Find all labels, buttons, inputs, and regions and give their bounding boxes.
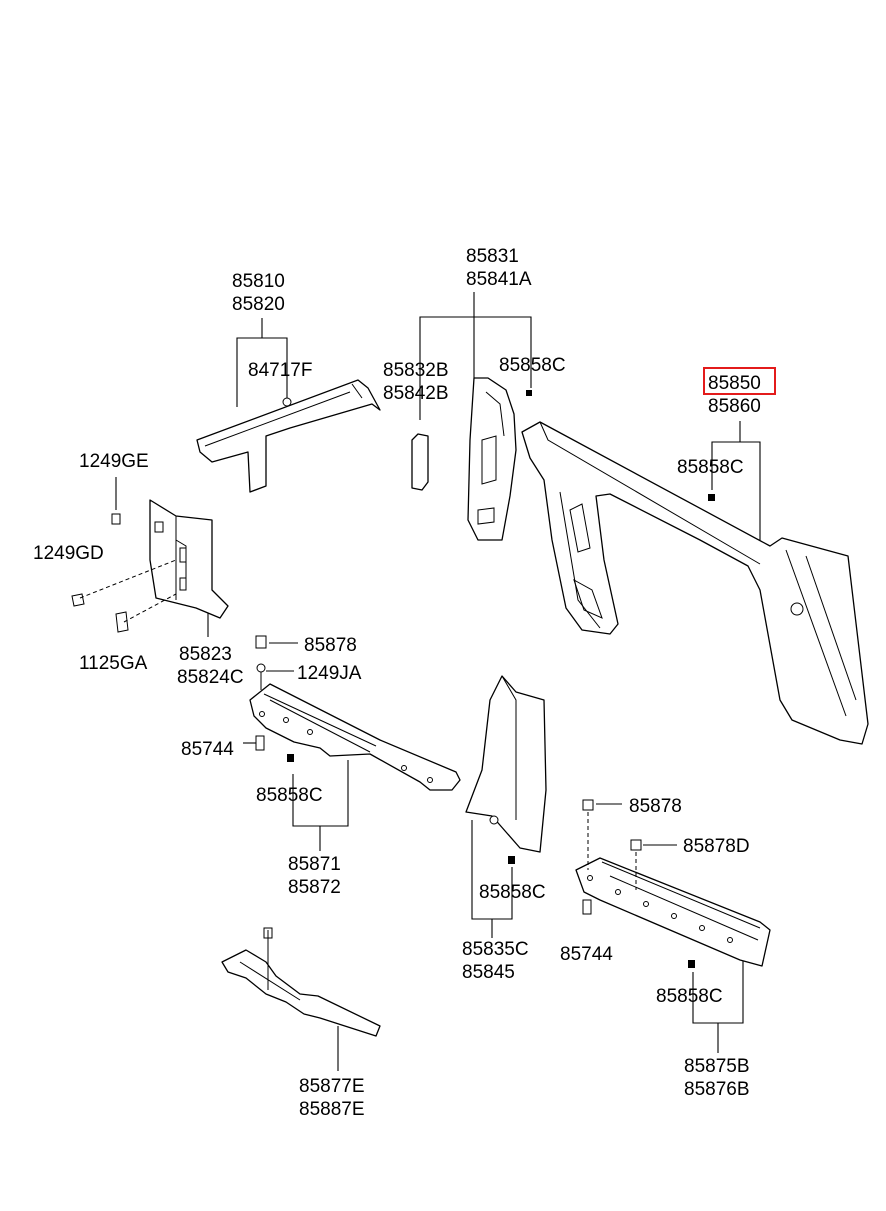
label-85858c-right: 85858C — [677, 457, 744, 478]
side-panel-part-85850 — [521, 421, 869, 745]
label-84717f: 84717F — [248, 360, 312, 381]
label-85744-a: 85744 — [181, 739, 234, 760]
bracket-part-85877e — [221, 927, 381, 1037]
label-85823: 85823 — [179, 644, 232, 665]
scuff-plate-part-85875b — [575, 799, 771, 968]
label-85877e: 85877E — [299, 1076, 365, 1097]
pillar-part-85835c — [465, 675, 547, 864]
label-1249ge: 1249GE — [79, 451, 149, 472]
label-85820: 85820 — [232, 294, 285, 315]
clip-85878-icon — [255, 635, 267, 649]
label-85887e: 85887E — [299, 1099, 365, 1120]
clip-85858c-mid-icon — [287, 754, 294, 762]
bolt-1249gd-icon — [71, 593, 85, 607]
label-85878d: 85878D — [683, 836, 750, 857]
clip-85858c-right-icon — [708, 494, 715, 501]
label-85858c-mid: 85858C — [256, 785, 323, 806]
pin-85744-right-icon — [582, 899, 592, 915]
label-1249ja: 1249JA — [297, 663, 362, 684]
label-85842b: 85842B — [383, 383, 449, 404]
bracket-part-85823 — [71, 499, 229, 633]
clip-85858c-center-icon — [508, 856, 515, 864]
pillar-part-85831 — [467, 377, 532, 541]
clip-84717f-icon — [282, 397, 292, 407]
bolt-85877e-icon — [263, 927, 273, 939]
label-85810: 85810 — [232, 271, 285, 292]
leader-lines — [115, 292, 761, 1071]
label-85845: 85845 — [462, 962, 515, 983]
screw-1125ga-icon — [115, 611, 129, 633]
label-85824c: 85824C — [177, 667, 244, 688]
label-85858c-top: 85858C — [499, 355, 566, 376]
label-85858c-center: 85858C — [479, 882, 546, 903]
label-85878-a: 85878 — [304, 635, 357, 656]
label-85744-b: 85744 — [560, 944, 613, 965]
label-85832b: 85832B — [383, 360, 449, 381]
clip-85858c-icon — [526, 390, 532, 396]
label-85860: 85860 — [708, 396, 761, 417]
label-1125ga: 1125GA — [79, 653, 148, 674]
clip-85858c-low-icon — [688, 960, 695, 968]
label-85850: 85850 — [708, 373, 761, 394]
bolt-1249ge-icon — [111, 513, 121, 525]
strip-part-85832b — [411, 433, 429, 491]
part-labels: 85810 85820 84717F 85831 85841A 85832B 8… — [33, 246, 776, 1120]
label-85858c-low: 85858C — [656, 986, 723, 1007]
highlight-box-85850 — [703, 367, 776, 395]
clip-85878d-icon — [630, 839, 642, 851]
label-85841a: 85841A — [466, 269, 532, 290]
label-1249gd: 1249GD — [33, 543, 104, 564]
label-85871: 85871 — [288, 854, 341, 875]
label-85875b: 85875B — [684, 1056, 750, 1077]
clip-85878-right-icon — [582, 799, 594, 811]
scuff-plate-part-85871 — [249, 635, 461, 791]
label-85876b: 85876B — [684, 1079, 750, 1100]
label-85831: 85831 — [466, 246, 519, 267]
label-85872: 85872 — [288, 877, 341, 898]
label-85878-b: 85878 — [629, 796, 682, 817]
trim-part-85810 — [196, 379, 381, 493]
pin-85744-icon — [255, 735, 265, 751]
label-85835c: 85835C — [462, 939, 529, 960]
